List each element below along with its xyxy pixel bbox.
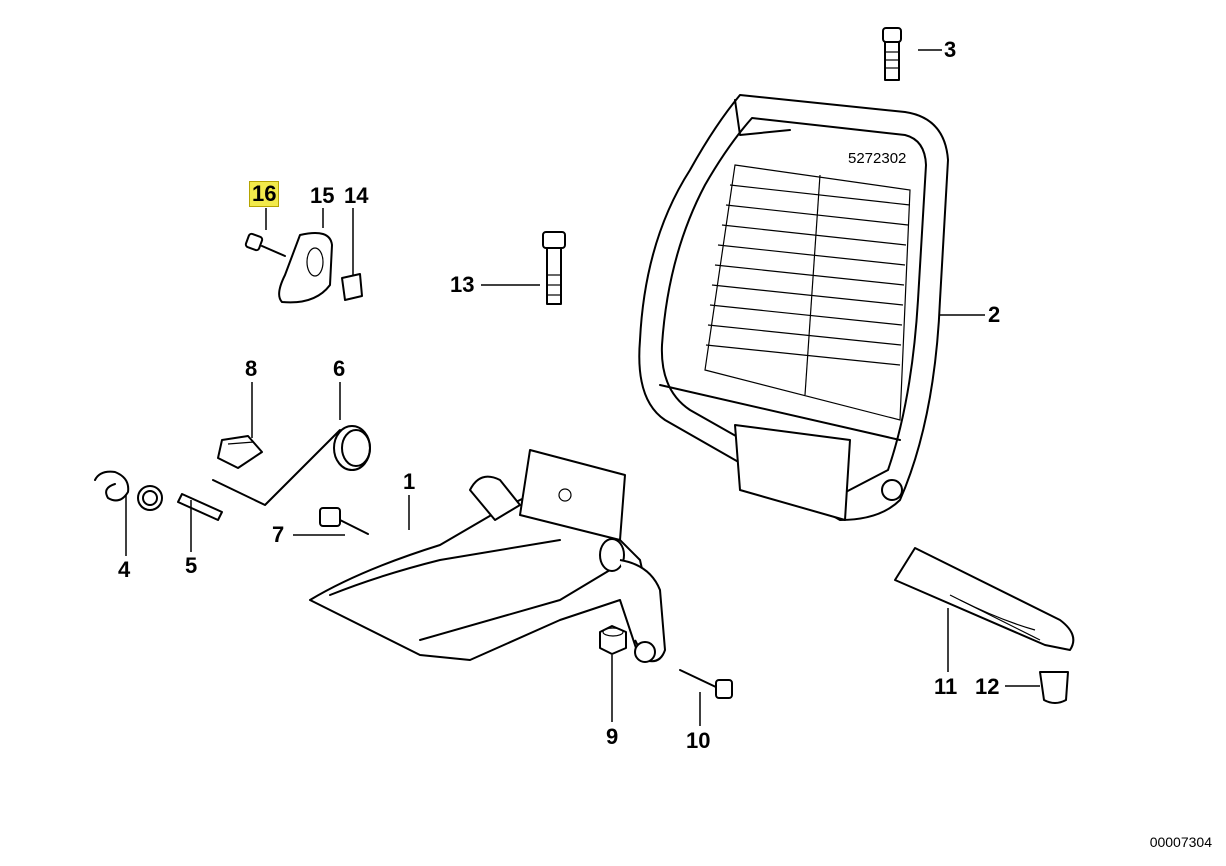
callout-1[interactable]: 1 bbox=[403, 469, 416, 494]
part-13-bolt[interactable] bbox=[542, 231, 566, 305]
part-code-label: 5272302 bbox=[848, 150, 907, 167]
callout-4[interactable]: 4 bbox=[118, 557, 131, 582]
part-3-bolt[interactable] bbox=[882, 27, 902, 81]
part-5-pin[interactable] bbox=[177, 493, 223, 521]
callout-16[interactable]: 16 bbox=[248, 181, 280, 207]
callout-5[interactable]: 5 bbox=[185, 553, 198, 578]
part-12-clip[interactable] bbox=[1039, 671, 1069, 704]
callout-13[interactable]: 13 bbox=[450, 272, 475, 297]
seat-back-spring-mat bbox=[704, 164, 911, 421]
callout-8[interactable]: 8 bbox=[245, 356, 258, 381]
part-4-springs[interactable] bbox=[94, 470, 163, 511]
part-9-nut[interactable] bbox=[599, 625, 627, 655]
callout-3[interactable]: 3 bbox=[944, 37, 957, 62]
callout-11[interactable]: 11 bbox=[934, 674, 958, 699]
part-7-bolt[interactable] bbox=[319, 507, 369, 535]
callout-14[interactable]: 14 bbox=[344, 183, 369, 208]
part-15-cover[interactable] bbox=[278, 232, 333, 304]
part-11-trim[interactable] bbox=[894, 547, 1075, 651]
callout-7[interactable]: 7 bbox=[272, 522, 285, 547]
callout-10[interactable]: 10 bbox=[686, 728, 711, 753]
drawing-number: 00007304 bbox=[1149, 834, 1212, 850]
callout-9[interactable]: 9 bbox=[606, 724, 619, 749]
callout-15[interactable]: 15 bbox=[310, 183, 335, 208]
callout-6[interactable]: 6 bbox=[333, 356, 346, 381]
callout-leader-lines bbox=[125, 49, 1040, 726]
part-8-bracket[interactable] bbox=[217, 435, 263, 469]
part-10-bolt[interactable] bbox=[679, 669, 733, 699]
seat-frame[interactable] bbox=[309, 449, 666, 663]
callout-12[interactable]: 12 bbox=[975, 674, 1000, 699]
callout-2[interactable]: 2 bbox=[988, 302, 1001, 327]
part-16-screw[interactable] bbox=[244, 232, 286, 257]
part-14-clip[interactable] bbox=[341, 273, 363, 301]
seat-back-frame[interactable] bbox=[638, 94, 949, 521]
part-6-spring[interactable] bbox=[212, 425, 371, 506]
